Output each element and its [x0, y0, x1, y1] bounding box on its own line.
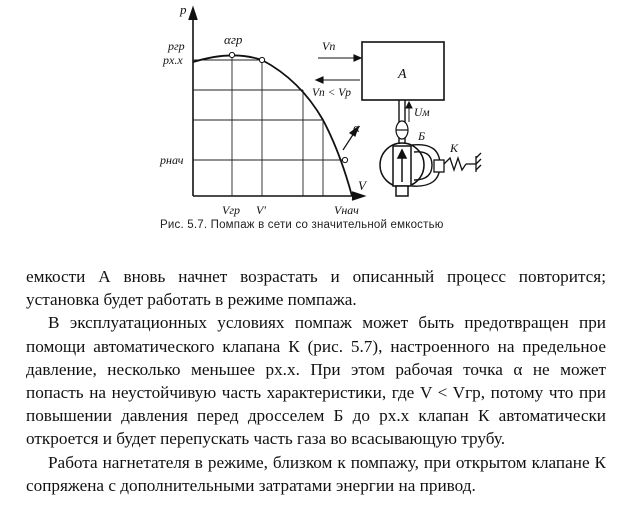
characteristic-curve	[192, 54, 353, 197]
label-a: А	[397, 67, 407, 82]
compressor	[379, 142, 425, 197]
label-v-gr: Vгр	[222, 203, 240, 217]
label-p-xx: pх.х	[162, 53, 183, 67]
valve-k	[433, 152, 482, 173]
figure-pumping-diagram: p pгр pх.х pнач αгр α V Vгр V′ Vнач Vп V…	[159, 2, 482, 217]
axes	[188, 5, 367, 201]
label-b: Б	[417, 129, 425, 143]
paragraph-2: В эксплуатационных условиях помпаж может…	[26, 313, 606, 449]
body-text: емкости А вновь начнет возрастать и опис…	[26, 265, 606, 497]
label-v: V	[358, 178, 368, 193]
grid	[193, 55, 345, 196]
figure-caption: Рис. 5.7. Помпаж в сети со значительной …	[160, 219, 444, 231]
label-alpha-gr: αгр	[224, 32, 243, 47]
label-k: К	[449, 141, 459, 155]
paragraph-3: Работа нагнетателя в режиме, близком к п…	[26, 452, 606, 495]
label-p: p	[179, 2, 187, 17]
label-p-gr: pгр	[167, 39, 185, 53]
label-p-nach: pнач	[159, 153, 184, 167]
point-alpha-gr	[228, 51, 236, 59]
label-u-m: Uм	[414, 107, 430, 119]
label-v-nach: Vнач	[334, 203, 359, 217]
point-alpha	[341, 156, 349, 164]
alpha-arrow	[342, 125, 360, 151]
vessel-a	[361, 41, 445, 101]
label-v-prime: V′	[256, 203, 266, 217]
point-v-prime	[258, 56, 266, 64]
vp-arrow	[318, 54, 363, 62]
label-alpha: α	[353, 120, 361, 135]
label-v-p: Vп	[322, 39, 335, 53]
label-vp-lt-vr: Vп < Vр	[312, 87, 351, 99]
paragraph-1: емкости А вновь начнет возрастать и опис…	[26, 267, 606, 310]
um-arrow	[405, 100, 413, 122]
throttle-b	[395, 120, 409, 140]
vr-arrow	[314, 76, 360, 84]
